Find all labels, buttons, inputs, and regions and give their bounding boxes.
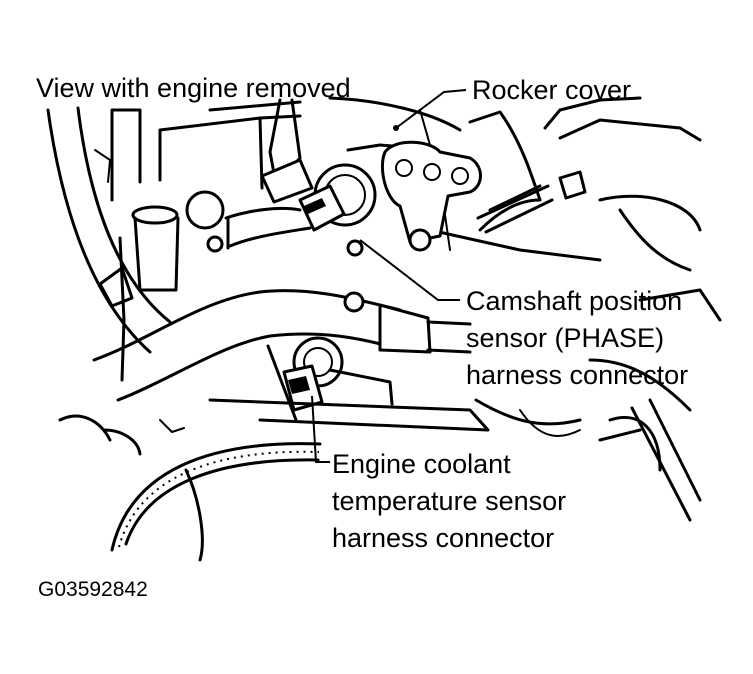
coolant-sensor-label-line-1: Engine coolant — [332, 449, 511, 479]
corrugated-hose — [468, 110, 587, 234]
camshaft-sensor-connector — [224, 163, 377, 250]
camshaft-sensor-label-line-1: Camshaft position — [466, 286, 683, 316]
coolant-sensor-connector — [266, 291, 365, 422]
coolant-sensor-label-line-2: temperature sensor — [332, 486, 567, 516]
lower-bracket — [208, 358, 692, 437]
rocker-cover-bracket — [346, 140, 482, 257]
view-note-label: View with engine removed — [36, 73, 351, 103]
pipe-fitting — [98, 190, 225, 308]
camshaft-sensor-label-line-2: sensor (PHASE) — [466, 323, 665, 353]
right-side-components — [543, 96, 722, 522]
rocker-cover-label: Rocker cover — [472, 75, 632, 105]
flywheel-ring-gear — [58, 414, 322, 562]
figure-code: G03592842 — [38, 578, 148, 601]
leader-lines — [311, 89, 467, 463]
upper-hose — [260, 98, 314, 204]
left-coolant-tube — [46, 106, 172, 354]
engine-block-outline — [94, 96, 602, 382]
camshaft-sensor-label-line-3: harness connector — [466, 360, 689, 390]
coolant-sensor-label-line-3: harness connector — [332, 523, 555, 553]
